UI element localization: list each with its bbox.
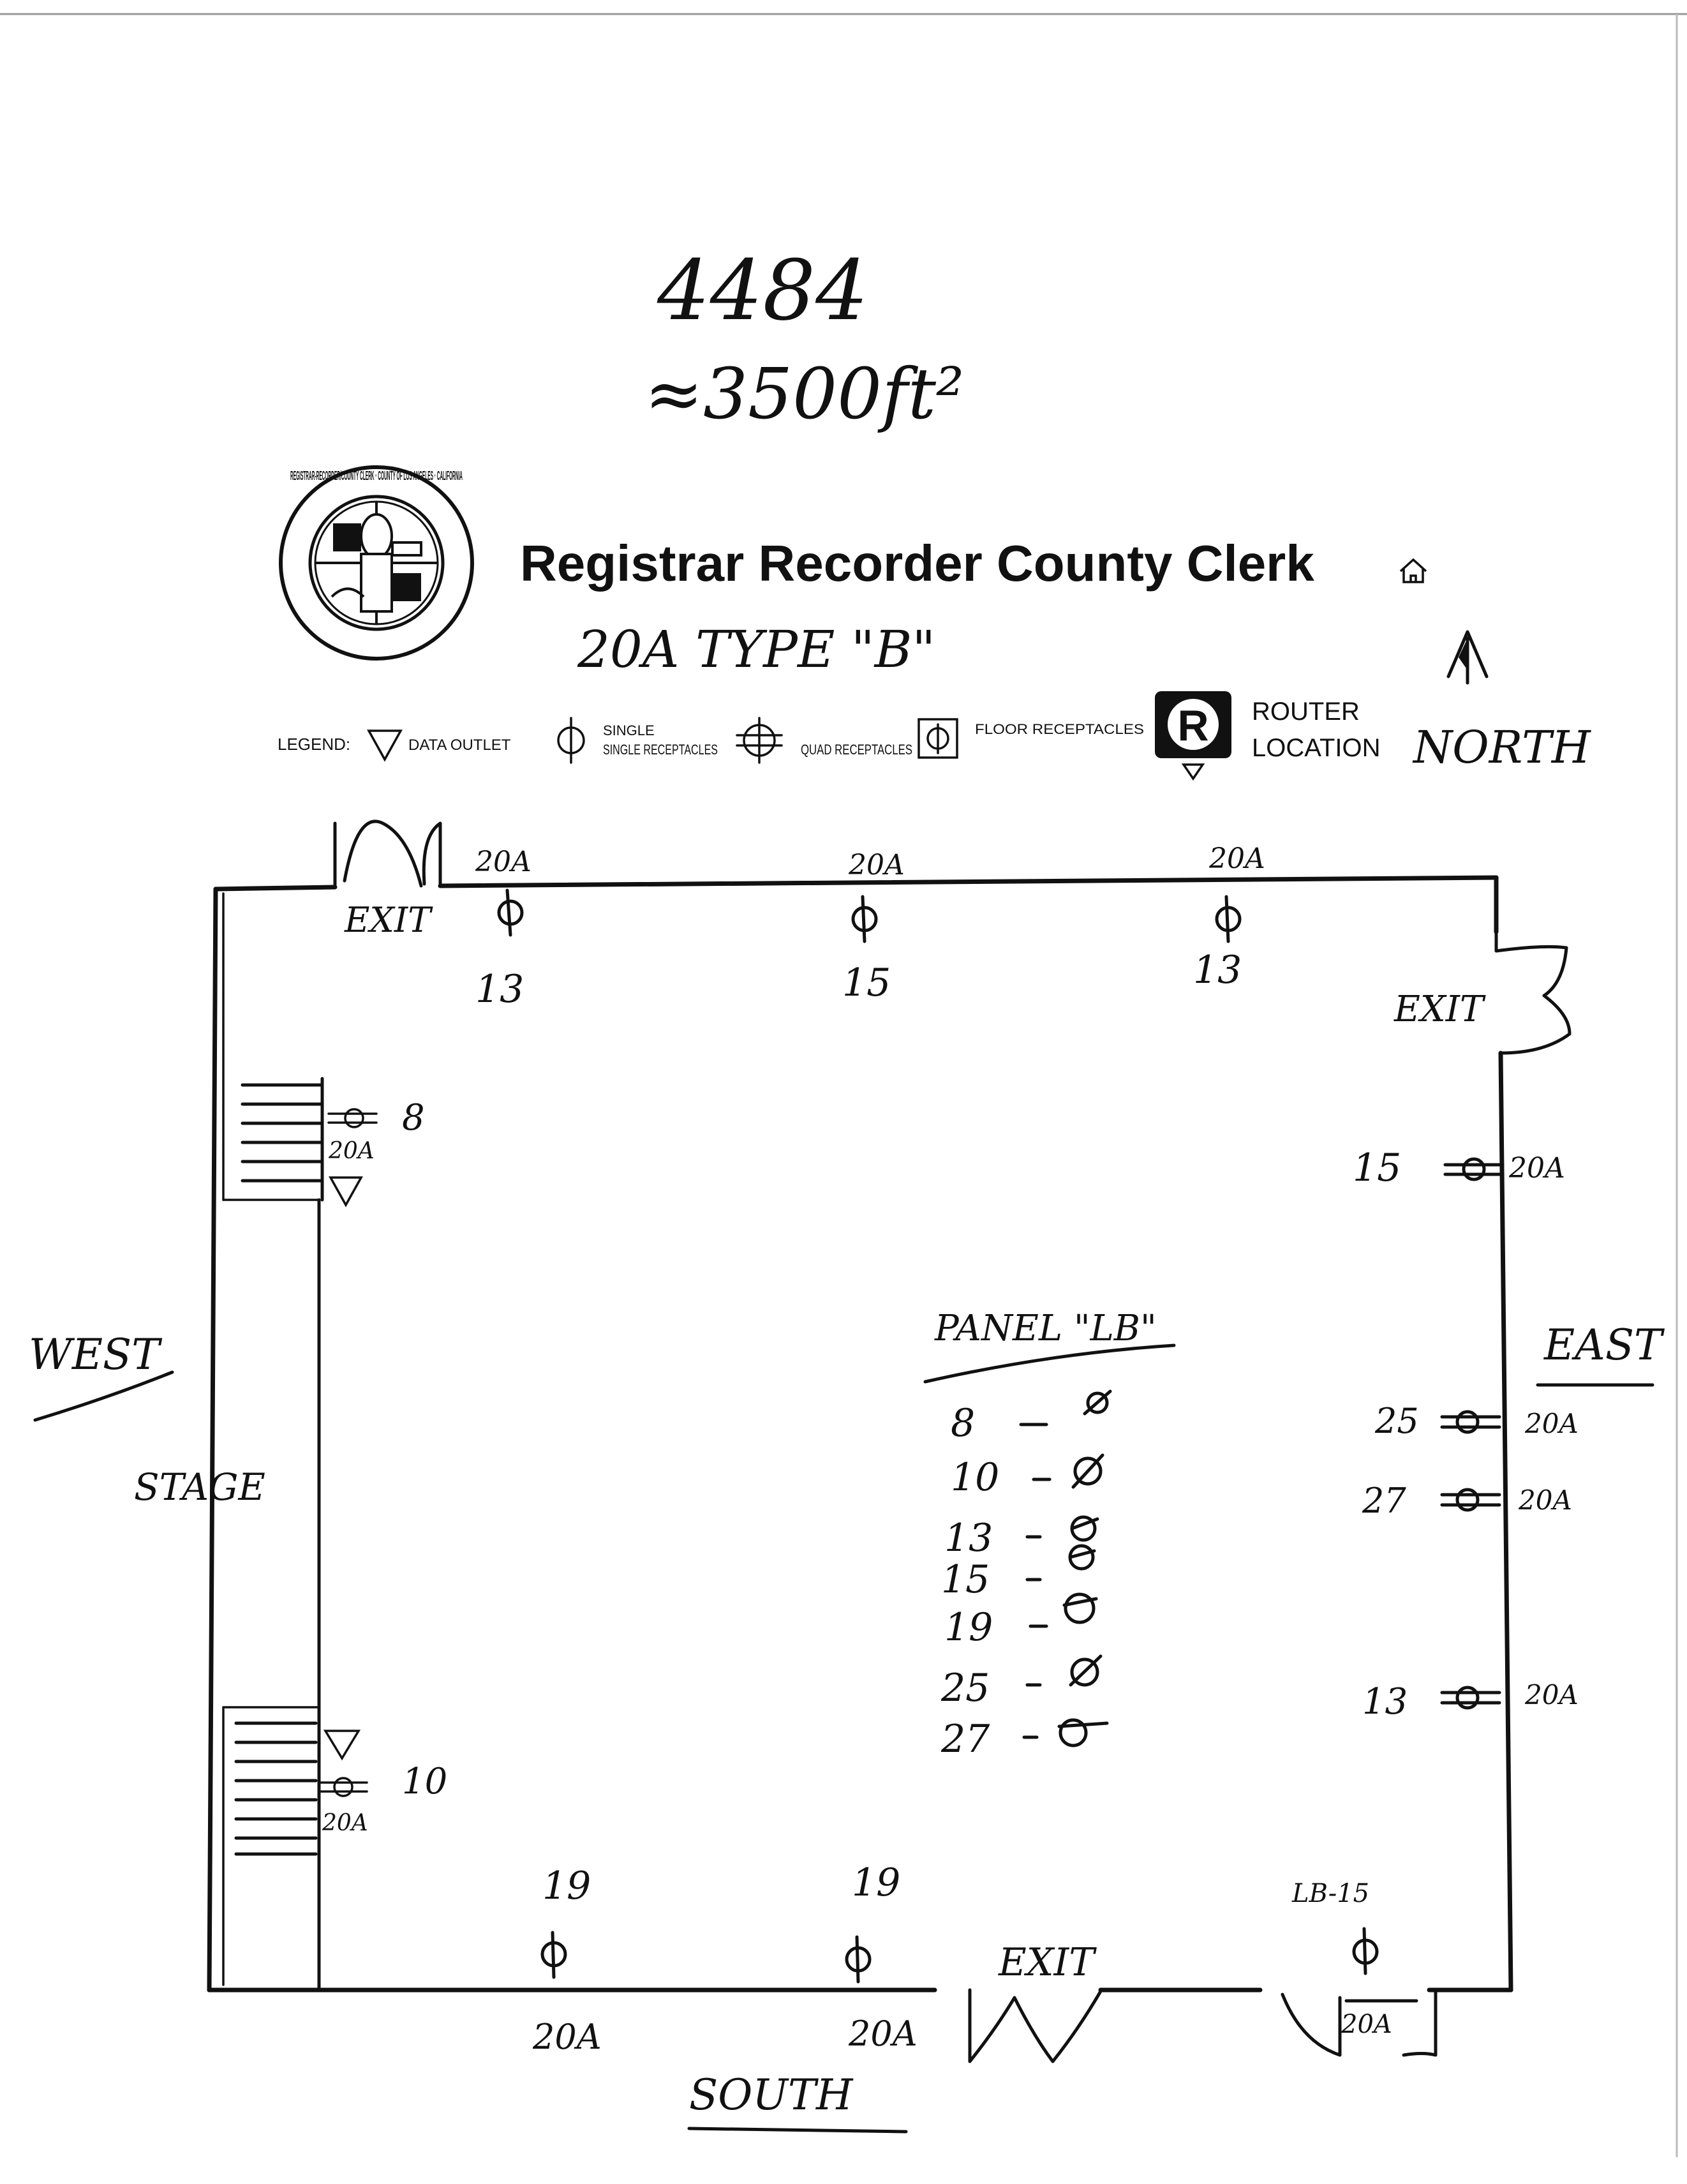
exit-label-north: EXIT xyxy=(344,900,433,940)
job-number: 4484 xyxy=(657,242,868,339)
panel-circuit-2: 10 xyxy=(951,1455,999,1500)
receptacle-east-2 xyxy=(1440,1410,1501,1434)
north-circuit-3: 13 xyxy=(1193,948,1242,992)
router-letter: R xyxy=(1177,701,1208,750)
panel-symbol-7 xyxy=(1057,1718,1109,1747)
data-outlet-west-1-icon xyxy=(329,1176,363,1208)
county-seal: REGISTRAR-RECORDER/COUNTY CLERK · COUNTY… xyxy=(279,465,474,661)
door-south-exit xyxy=(968,1988,1103,2063)
panel-circuit-3: 13 xyxy=(944,1516,993,1560)
receptacle-north-3 xyxy=(1215,895,1242,943)
legend-quad: QUAD RECEPTACLES xyxy=(801,742,912,758)
seal-text: REGISTRAR-RECORDER/COUNTY CLERK · COUNTY… xyxy=(290,469,463,483)
east-circuit-3: 27 xyxy=(1362,1481,1406,1521)
panel-symbol-1 xyxy=(1083,1389,1112,1416)
router-label-2: LOCATION xyxy=(1252,734,1381,762)
south-circuit-3: LB-15 xyxy=(1291,1879,1369,1908)
panel-symbol-4 xyxy=(1068,1544,1096,1571)
north-amp-3: 20A xyxy=(1208,842,1265,875)
panel-symbol-6 xyxy=(1069,1654,1103,1687)
legend-single: SINGLE RECEPTACLES xyxy=(603,742,718,758)
panel-symbol-5 xyxy=(1062,1592,1098,1624)
receptacle-south-1 xyxy=(540,1931,567,1979)
east-amp-3: 20A xyxy=(1518,1485,1572,1516)
router-icon: R xyxy=(1155,691,1231,781)
west-circuit-2: 10 xyxy=(402,1761,447,1802)
east-amp-2: 20A xyxy=(1524,1408,1579,1439)
receptacle-south-3 xyxy=(1352,1927,1379,1975)
north-amp-1: 20A xyxy=(475,846,531,878)
single-receptacle-icon xyxy=(557,717,585,764)
south-label: SOUTH xyxy=(689,2070,854,2120)
east-circuit-1: 15 xyxy=(1353,1146,1401,1190)
receptacle-east-1 xyxy=(1443,1157,1505,1181)
door-north-exit xyxy=(333,819,442,888)
panel-lb: PANEL "LB" 8 10 13 15 19 25 27 xyxy=(923,1308,1176,1761)
north-arrow xyxy=(1446,630,1489,685)
panel-circuit-6: 25 xyxy=(940,1666,990,1710)
page-title: Registrar Recorder County Clerk xyxy=(520,535,1314,592)
room-walls xyxy=(207,875,1513,1993)
data-outlet-icon xyxy=(367,729,403,762)
east-circuit-2: 25 xyxy=(1374,1401,1419,1441)
south-amp-1: 20A xyxy=(532,2017,602,2057)
panel-circuit-7: 27 xyxy=(940,1717,990,1761)
panel-circuit-5: 19 xyxy=(944,1605,993,1650)
receptacle-north-1 xyxy=(497,888,524,937)
panel-title: PANEL "LB" xyxy=(934,1308,1157,1349)
east-label: EAST xyxy=(1543,1320,1665,1370)
west-label: WEST xyxy=(29,1330,163,1379)
panel-symbol-2 xyxy=(1071,1453,1104,1489)
home-icon xyxy=(1399,558,1427,583)
south-amp-3: 20A xyxy=(1341,2010,1392,2039)
legend-label: LEGEND: xyxy=(278,735,350,754)
south-underline xyxy=(687,2127,908,2134)
east-circuit-4: 13 xyxy=(1362,1681,1408,1723)
north-amp-2: 20A xyxy=(848,849,905,881)
west-amp-1: 20A xyxy=(328,1138,375,1164)
receptacle-north-2 xyxy=(851,895,878,943)
south-circuit-1: 19 xyxy=(542,1864,591,1908)
panel-circuit-4: 15 xyxy=(941,1557,990,1602)
north-label: NORTH xyxy=(1412,721,1592,774)
exit-label-south: EXIT xyxy=(998,1940,1097,1985)
stage-steps-south xyxy=(234,1721,318,1856)
quad-receptacle-icon xyxy=(736,717,783,764)
subtitle-note: 20A TYPE "B" xyxy=(577,620,935,679)
east-amp-1: 20A xyxy=(1508,1152,1565,1185)
stage-label: STAGE xyxy=(134,1465,265,1509)
north-circuit-2: 15 xyxy=(842,961,891,1005)
east-amp-4: 20A xyxy=(1524,1679,1579,1710)
legend: LEGEND: DATA OUTLET SINGLE SINGLE RECEPT… xyxy=(278,691,1381,781)
north-circuit-1: 13 xyxy=(475,967,524,1012)
door-east-exit xyxy=(1494,930,1572,1055)
panel-circuit-1: 8 xyxy=(951,1401,975,1446)
area-note: ≈3500ft² xyxy=(644,353,964,435)
stage-steps-north xyxy=(241,1077,324,1202)
legend-floor: FLOOR RECEPTACLES xyxy=(975,721,1144,737)
receptacle-south-2 xyxy=(845,1935,872,1984)
exit-label-east: EXIT xyxy=(1393,989,1486,1030)
west-circuit-1: 8 xyxy=(402,1097,425,1139)
legend-single-line1: SINGLE xyxy=(603,722,655,738)
receptacle-east-3 xyxy=(1440,1488,1501,1512)
data-outlet-west-2-icon xyxy=(323,1730,361,1761)
door-southeast xyxy=(1281,1988,1438,2057)
legend-data-outlet: DATA OUTLET xyxy=(408,737,511,754)
router-label-1: ROUTER xyxy=(1252,698,1360,726)
panel-symbol-3 xyxy=(1070,1515,1099,1542)
west-underline xyxy=(33,1370,174,1422)
south-amp-2: 20A xyxy=(848,2014,918,2054)
floor-receptacle-icon xyxy=(918,718,958,759)
west-amp-2: 20A xyxy=(322,1810,368,1836)
receptacle-west-1 xyxy=(327,1108,378,1128)
receptacle-west-2 xyxy=(318,1777,368,1797)
receptacle-east-4 xyxy=(1440,1686,1501,1710)
south-circuit-2: 19 xyxy=(852,1860,900,1905)
